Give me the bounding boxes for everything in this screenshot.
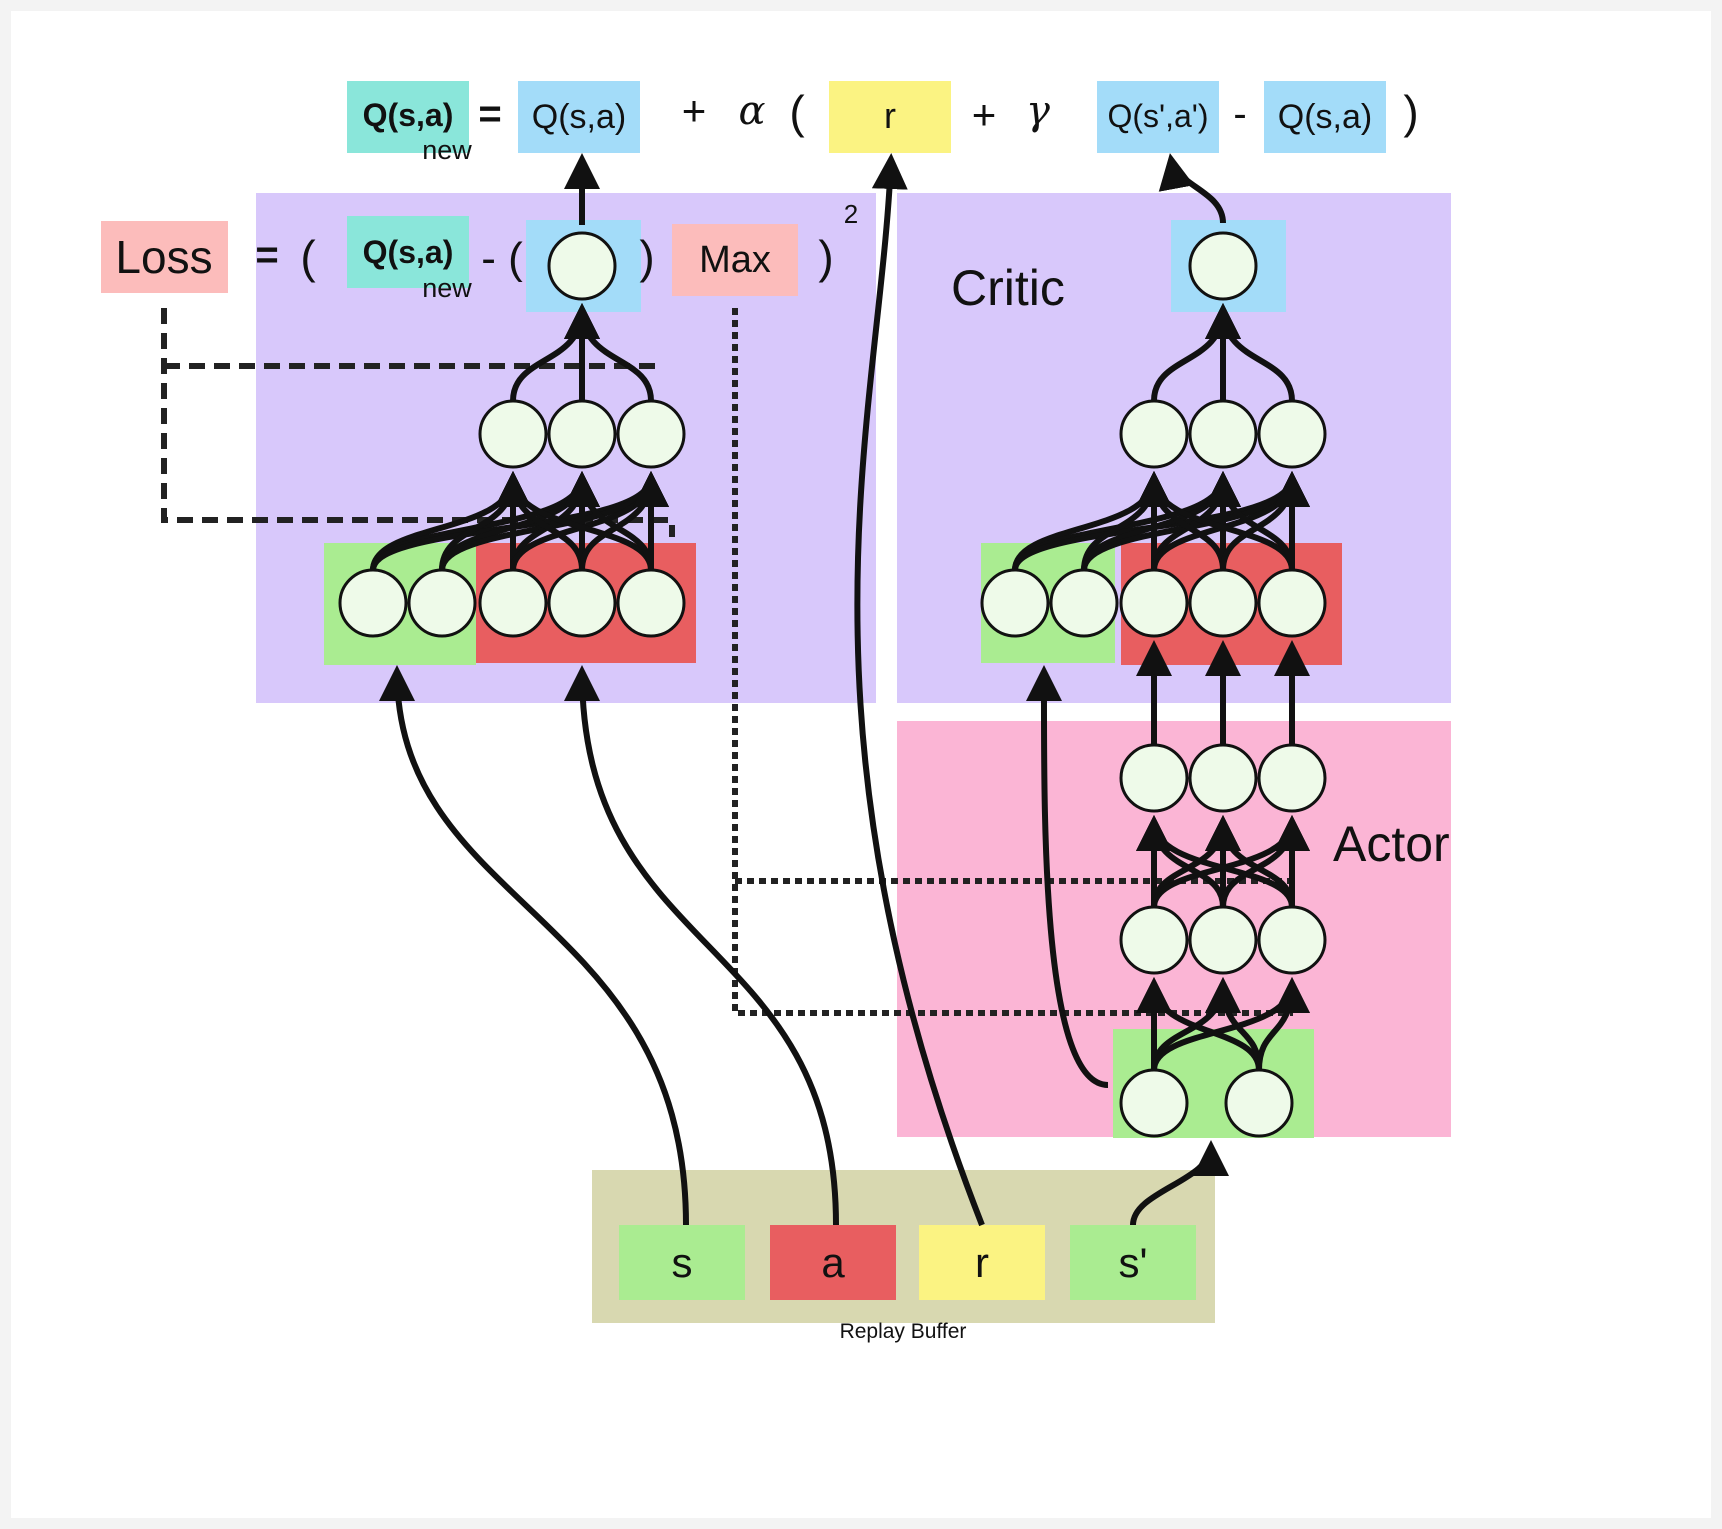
close-paren: ): [1403, 86, 1418, 138]
buffer-next-state-text: s': [1118, 1239, 1147, 1286]
alpha-symbol: α: [738, 88, 765, 134]
buffer-action-text: a: [821, 1239, 845, 1286]
target-critic-input-node: [407, 568, 477, 638]
actor-input-node: [1119, 1068, 1189, 1138]
diagram-card: Q(s,a) new = Q(s,a) + α ( r + γ Q(s',a')…: [11, 11, 1711, 1518]
loss-minus-open: - (: [481, 234, 523, 283]
equals-sign: =: [478, 92, 501, 136]
network-nodes: [338, 231, 1327, 1138]
critic-hidden-node: [1188, 399, 1258, 469]
open-paren: (: [789, 86, 805, 138]
loss-q-new-subscript: new: [422, 273, 472, 303]
actor-edge: [1256, 977, 1310, 1071]
loss-exponent: 2: [844, 199, 858, 229]
buffer-state-box: [619, 1225, 745, 1300]
critic-label: Critic: [951, 260, 1065, 316]
target-critic-hidden-node: [478, 399, 548, 469]
next-state-to-actor-arrow: [1130, 1140, 1229, 1226]
q-new-subscript: new: [422, 135, 472, 165]
state-to-target-critic-arrow: [379, 665, 689, 1226]
loss-text: Loss: [115, 231, 212, 283]
target-critic-hidden-node: [547, 399, 617, 469]
action-to-target-critic-arrow: [564, 665, 839, 1226]
loss-dashed-connectors: [161, 308, 675, 537]
buffer-action-box: [770, 1225, 896, 1300]
q-next-text: Q(s',a'): [1107, 98, 1208, 134]
target-critic-output-node: [547, 231, 617, 301]
target-critic-input-node: [478, 568, 548, 638]
loss-close-inner: ): [639, 231, 654, 283]
actor-output-node: [1257, 743, 1327, 813]
reward-box: [829, 81, 951, 153]
actor-hidden-node: [1119, 905, 1189, 975]
q-sa-2-text: Q(s,a): [1278, 98, 1372, 136]
network-edges: [370, 303, 1310, 1071]
plus-sign-1: +: [682, 87, 707, 134]
target-critic-input-node: [547, 568, 617, 638]
reward-to-equation-arrow: [854, 153, 985, 1227]
loss-open-paren: (: [300, 231, 316, 283]
loss-equals: =: [255, 233, 278, 277]
loss-q-new-text: Q(s,a): [363, 234, 454, 270]
critic-input-node: [1119, 568, 1189, 638]
buffer-state-text: s: [672, 1239, 693, 1286]
critic-output-node: [1188, 231, 1258, 301]
q-new-box: [347, 81, 469, 153]
actor-output-node: [1119, 743, 1189, 813]
q-sa-box: [518, 81, 640, 153]
actor-input-to-critic-arrow: [1025, 665, 1109, 1088]
critic-output-to-equation-arrow: [1158, 153, 1226, 224]
actor-output-node: [1188, 743, 1258, 813]
loss-box: [101, 221, 228, 293]
gamma-symbol: γ: [1026, 88, 1050, 134]
loss-q-new-box: [347, 216, 469, 288]
target-critic-output-edge: [564, 303, 654, 402]
q-new-text: Q(s,a): [363, 97, 454, 133]
critic-input-node: [980, 568, 1050, 638]
max-text: Max: [699, 239, 771, 281]
actor-label: Actor: [1333, 816, 1450, 872]
buffer-next-state-box: [1070, 1225, 1196, 1300]
target-critic-input-node: [338, 568, 408, 638]
target-critic-hidden-node: [616, 399, 686, 469]
replay-buffer-label: Replay Buffer: [840, 1320, 967, 1343]
max-box: [672, 224, 798, 296]
critic-input-node: [1257, 568, 1327, 638]
critic-hidden-node: [1257, 399, 1327, 469]
ddpg-diagram: Q(s,a) new = Q(s,a) + α ( r + γ Q(s',a')…: [101, 81, 1451, 1343]
critic-input-node: [1049, 568, 1119, 638]
critic-hidden-node: [1119, 399, 1189, 469]
plus-sign-2: +: [972, 91, 997, 138]
reward-text: r: [884, 95, 896, 136]
minus-sign: -: [1233, 92, 1246, 136]
q-sa-text: Q(s,a): [532, 98, 626, 136]
critic-input-node: [1188, 568, 1258, 638]
data-flow-arrows: [379, 153, 1229, 1227]
actor-hidden-node: [1257, 905, 1327, 975]
buffer-reward-text: r: [975, 1239, 989, 1286]
critic-output-edge: [1205, 303, 1295, 402]
q-next-box: [1097, 81, 1219, 153]
max-dotted-connectors: [732, 308, 1293, 1016]
actor-hidden-node: [1188, 905, 1258, 975]
actor-input-node: [1224, 1068, 1294, 1138]
buffer-reward-box: [919, 1225, 1045, 1300]
q-sa-2-box: [1264, 81, 1386, 153]
target-critic-input-node: [616, 568, 686, 638]
loss-close-paren: ): [818, 231, 833, 283]
